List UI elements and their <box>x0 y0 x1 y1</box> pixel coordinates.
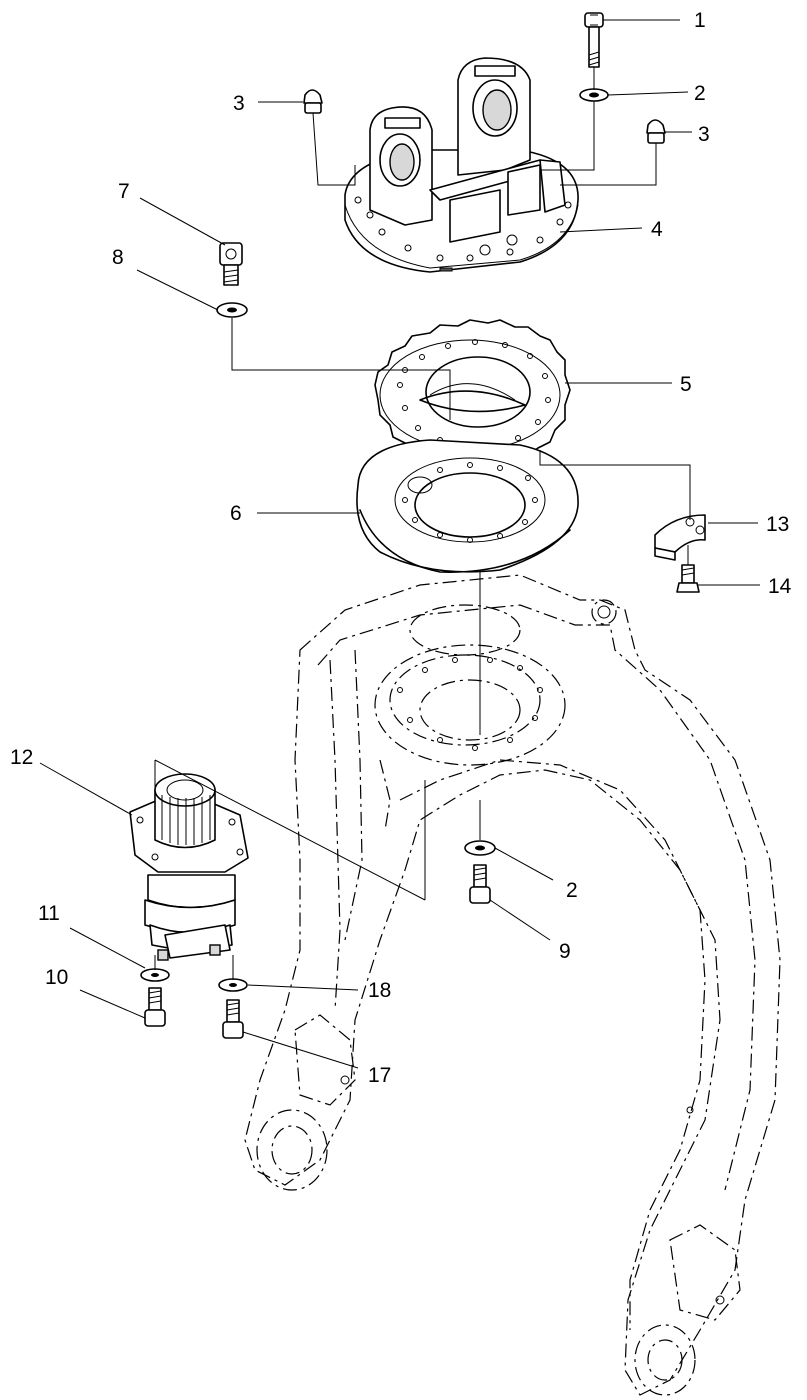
callout-4: 4 <box>651 218 663 241</box>
callout-13: 13 <box>766 513 789 536</box>
callout-10: 10 <box>45 966 68 989</box>
washer-item-11 <box>140 968 170 982</box>
stop-block-item-13 <box>654 514 706 561</box>
bearing-race-item-6 <box>356 439 579 573</box>
callout-2-top: 2 <box>694 82 706 105</box>
washer-item-2-lower <box>464 840 496 856</box>
grease-nipple-item-3-right <box>646 119 666 144</box>
leader-lines <box>39 19 760 1069</box>
callout-8: 8 <box>112 246 124 269</box>
washer-item-8 <box>216 302 248 318</box>
bolt-item-1 <box>584 12 604 68</box>
callout-labels: 1 2 3 3 4 7 8 5 6 13 14 12 2 9 11 10 18 … <box>10 9 792 1087</box>
callout-3-right: 3 <box>698 123 710 146</box>
callout-1: 1 <box>694 9 706 32</box>
boom-arm-phantom <box>244 574 781 1396</box>
callout-9: 9 <box>559 940 571 963</box>
callout-12: 12 <box>10 746 33 769</box>
hydraulic-motor-item-12 <box>129 759 426 961</box>
bolt-item-17 <box>222 999 244 1039</box>
bolt-item-7 <box>219 242 243 286</box>
washer-item-18 <box>218 978 248 992</box>
callout-2-lower: 2 <box>566 879 578 902</box>
bolt-item-14 <box>676 564 700 593</box>
callout-7: 7 <box>118 180 130 203</box>
bolt-item-9 <box>469 864 491 904</box>
grease-nipple-item-3-left <box>303 89 323 114</box>
callout-11: 11 <box>38 902 60 925</box>
callout-5: 5 <box>680 373 692 396</box>
boom-hub-holes <box>397 657 543 751</box>
assembly-center-lines <box>154 67 691 980</box>
callout-17: 17 <box>368 1064 391 1087</box>
callout-18: 18 <box>368 979 391 1002</box>
bracket-mounting-plate <box>344 57 579 273</box>
washer-item-2-top <box>579 88 609 102</box>
callout-3-left: 3 <box>233 92 245 115</box>
slewing-gear-item-5 <box>374 319 571 469</box>
callout-14: 14 <box>768 575 792 598</box>
callout-6: 6 <box>230 502 242 525</box>
bolt-item-10 <box>144 987 166 1027</box>
